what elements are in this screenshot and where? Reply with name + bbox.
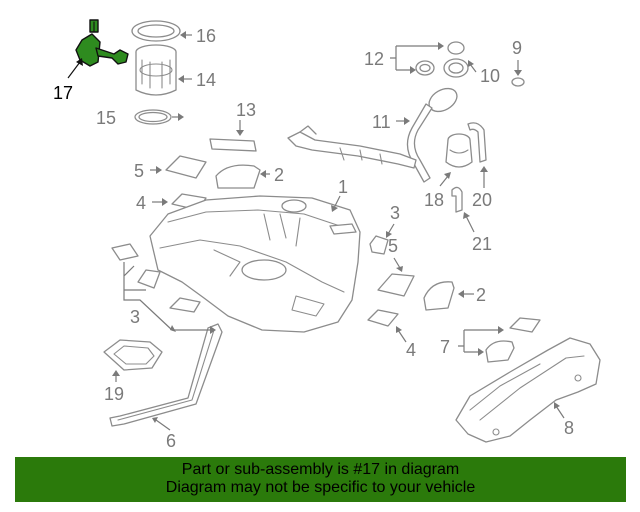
- callout-11[interactable]: 11: [372, 112, 391, 132]
- callout-3-right[interactable]: 3: [390, 203, 400, 223]
- callout-12[interactable]: 12: [364, 49, 384, 69]
- part-21-clip[interactable]: [451, 186, 463, 213]
- callout-20[interactable]: 20: [472, 190, 492, 210]
- callout-19[interactable]: 18: [424, 190, 444, 210]
- callout-18[interactable]: 19: [104, 384, 124, 404]
- callout-8[interactable]: 7: [440, 337, 450, 357]
- callout-9[interactable]: 9: [512, 38, 522, 58]
- part-17-sender-unit[interactable]: [75, 19, 129, 67]
- callout-6[interactable]: 6: [166, 431, 176, 451]
- part-14-fuel-pump[interactable]: [135, 44, 177, 96]
- callout-13[interactable]: 13: [236, 100, 256, 120]
- part-2-pad-right[interactable]: [423, 281, 455, 311]
- callout-10[interactable]: 10: [480, 66, 500, 86]
- part-7-heat-shield[interactable]: [455, 337, 601, 443]
- part-19-neck[interactable]: [445, 133, 473, 168]
- callout-4-upper[interactable]: 4: [136, 193, 146, 213]
- parts-diagram: 17 16 14 15 13 12 10 9 11 5 2 4 1 18 20 …: [53, 19, 601, 451]
- part-10-seal-ring[interactable]: [443, 41, 469, 78]
- part-13-hose[interactable]: [209, 138, 257, 152]
- part-16-ring[interactable]: [131, 20, 181, 42]
- part-5-pad-upper[interactable]: [165, 155, 207, 179]
- callout-5-upper[interactable]: 5: [134, 161, 144, 181]
- callout-14[interactable]: 14: [196, 70, 216, 90]
- part-20-hose[interactable]: [467, 122, 487, 163]
- footer-line-disclaimer: Diagram may not be specific to your vehi…: [165, 479, 476, 496]
- callout-4-right[interactable]: 4: [406, 340, 416, 360]
- callout-21[interactable]: 21: [472, 234, 492, 254]
- part-3-pad-right[interactable]: [369, 235, 389, 255]
- part-6-strap[interactable]: [109, 323, 223, 427]
- part-4-pad-right[interactable]: [367, 309, 399, 327]
- footer-line-part-info: Part or sub-assembly is #17 in diagram: [181, 461, 460, 478]
- part-18-protector[interactable]: [103, 339, 163, 371]
- callout-labels: 17 16 14 15 13 12 10 9 11 5 2 4 1 18 20 …: [53, 26, 574, 451]
- callout-2-upper[interactable]: 2: [274, 165, 284, 185]
- part-2-pad-upper[interactable]: [215, 164, 261, 189]
- callout-5-right[interactable]: 5: [388, 236, 398, 256]
- callout-7[interactable]: 8: [564, 418, 574, 438]
- leader-lines: [67, 31, 565, 431]
- part-9-washer[interactable]: [511, 77, 525, 87]
- footer-banner: Part or sub-assembly is #17 in diagram D…: [15, 457, 626, 502]
- part-8-pads[interactable]: [485, 317, 541, 363]
- callout-1[interactable]: 1: [338, 177, 348, 197]
- callout-17[interactable]: 17: [53, 83, 73, 103]
- part-11-filler-pipe[interactable]: [287, 84, 461, 183]
- part-12-seal-ring[interactable]: [415, 60, 435, 76]
- callout-16[interactable]: 16: [196, 26, 216, 46]
- part-15-gasket[interactable]: [134, 109, 172, 125]
- callout-15[interactable]: 15: [96, 108, 116, 128]
- part-5-pad-right[interactable]: [377, 273, 415, 297]
- part-3-pads-left[interactable]: [111, 243, 201, 313]
- callout-2-right[interactable]: 2: [476, 285, 486, 305]
- callout-3-left[interactable]: 3: [130, 307, 140, 327]
- part-1-fuel-tank[interactable]: [149, 195, 361, 333]
